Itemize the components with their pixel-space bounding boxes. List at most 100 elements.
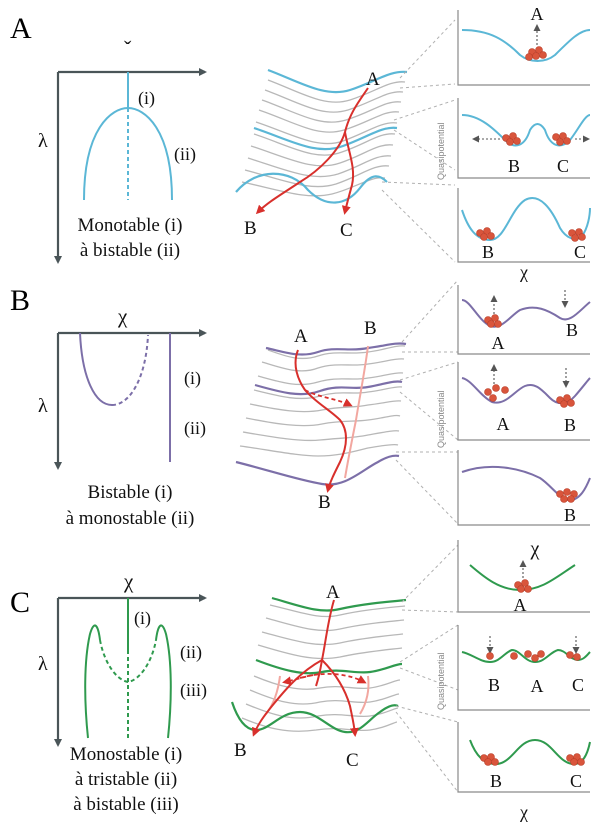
frame-c3: B C <box>457 722 591 793</box>
trajectory-dashed-right <box>299 673 367 684</box>
guide-3 <box>395 451 459 525</box>
axis-top-label: χ <box>123 569 134 593</box>
panel-a-bifurcation-diagram: ˇ λ (i) (ii) Monotable (i) à bistable (i… <box>38 36 207 264</box>
caption-line-2: à bistable (ii) <box>80 240 180 261</box>
frame-axis-label: χ <box>519 262 528 282</box>
trajectory-faint-right <box>359 675 370 715</box>
unstable-branch <box>111 334 149 406</box>
landscape-label-a: A <box>366 69 380 90</box>
frame-b2: A B <box>457 362 591 441</box>
frame-label-b: B <box>566 320 578 340</box>
caption-line-3: à bistable (iii) <box>73 794 179 815</box>
branch-ii-label: (ii) <box>180 642 202 663</box>
branch-ii-label: (ii) <box>184 418 206 439</box>
landscape-label-c: C <box>340 220 353 241</box>
frame-label-b: B <box>564 505 576 525</box>
panel-c: C χ λ (i) (ii) (iii) Monostable (i) à tr… <box>10 538 591 822</box>
frame-a2: B C <box>457 98 591 179</box>
cell-cluster-left <box>476 227 495 241</box>
cell-cluster <box>514 579 532 593</box>
trajectory-to-c <box>341 131 355 215</box>
landscape-label-b: B <box>244 218 257 239</box>
potential-curve <box>461 29 591 62</box>
guide-3 <box>395 705 459 793</box>
panel-b-letter: B <box>10 284 30 317</box>
cell-cluster-left <box>480 753 499 766</box>
guide-3 <box>381 181 456 263</box>
caption-line-2: à tristable (ii) <box>75 769 177 790</box>
landscape-edge-mid <box>254 380 403 396</box>
axis-top-label: ˇ <box>124 36 132 61</box>
caption-line-1: Bistable (i) <box>88 482 173 503</box>
trajectory-dashed-left <box>282 673 321 686</box>
stable-branch <box>79 332 113 406</box>
trajectory-to-b <box>252 659 323 737</box>
frame-label-c: C <box>572 675 584 695</box>
stable-branch-left <box>84 624 101 739</box>
cell-cluster-left <box>502 132 521 146</box>
landscape-label-b: B <box>234 740 247 761</box>
frame-label-b: B <box>482 242 494 262</box>
panel-a: A ˇ λ (i) (ii) Monotable (i) à bistable … <box>10 4 591 282</box>
quasipotential-label: Quasipotential <box>436 390 446 448</box>
potential-curve <box>461 377 591 404</box>
panel-b-bifurcation-diagram: χ λ (i) (ii) Bistable (i) à monostable (… <box>38 304 207 529</box>
frame-c1: χ A <box>457 538 590 615</box>
panel-b: B χ λ (i) (ii) Bistable (i) à monostable… <box>10 279 591 529</box>
cell-cluster-right <box>552 132 571 146</box>
frame-label-b: B <box>564 415 576 435</box>
branch-ii-label: (ii) <box>174 144 196 165</box>
frame-label-c: C <box>574 242 586 262</box>
frame-label-c: C <box>570 771 582 791</box>
landscape-label-a: A <box>326 582 340 603</box>
frame-label-b: B <box>508 156 520 176</box>
trajectory-a-to-b <box>294 349 347 493</box>
frame-axis-label-top: χ <box>530 538 540 560</box>
landscape-label-a: A <box>294 326 308 347</box>
frame-a3: B C <box>457 188 591 263</box>
stable-branch-ii <box>83 106 173 201</box>
frame-label-a: A <box>531 4 544 24</box>
trajectory-to-b <box>255 87 369 215</box>
cell-cluster-right <box>556 394 575 408</box>
landscape-edge-bottom <box>235 172 388 204</box>
stable-branch-right <box>155 624 172 739</box>
landscape-edge-top <box>265 342 407 356</box>
quasipotential-label: Quasipotential <box>436 122 446 180</box>
axis-top-label: χ <box>117 304 128 328</box>
frame-label-b: B <box>490 771 502 791</box>
panel-c-letter: C <box>10 586 30 619</box>
panel-a-landscape: A B C <box>235 68 408 241</box>
frame-label-a: A <box>514 595 527 615</box>
frame-axis-label: χ <box>519 802 528 822</box>
guide-2 <box>393 99 456 171</box>
cell-cluster-right <box>568 228 586 242</box>
landscape-label-c: C <box>346 750 359 771</box>
cell-cluster <box>484 314 502 328</box>
panel-a-letter: A <box>10 12 32 45</box>
guide-1 <box>401 279 459 353</box>
frame-label-a: A <box>497 414 510 434</box>
caption-line-1: Monotable (i) <box>77 215 182 236</box>
guide-1 <box>399 19 456 89</box>
cell-cluster <box>556 488 578 503</box>
trajectory-to-c <box>321 659 359 737</box>
frame-label-a: A <box>531 676 544 696</box>
branch-i-label: (i) <box>138 88 155 109</box>
trajectory-dashed <box>304 389 353 407</box>
frame-b1: A B <box>457 285 591 355</box>
landscape-label-b-bottom: B <box>318 492 331 513</box>
quasipotential-label: Quasipotential <box>436 652 446 710</box>
axis-left-label: λ <box>38 653 48 675</box>
panel-c-bifurcation-diagram: χ λ (i) (ii) (iii) Monostable (i) à tris… <box>38 569 207 815</box>
landscape-edge-mid <box>253 126 398 151</box>
cell-cluster <box>525 46 547 61</box>
potential-curve <box>461 465 591 502</box>
caption-line-2: à monostable (ii) <box>66 508 195 529</box>
branch-iii-label: (iii) <box>180 680 207 701</box>
landscape-edge-mid <box>255 658 403 675</box>
guide-2 <box>399 361 459 441</box>
branch-i-label: (i) <box>184 368 201 389</box>
potential-curve <box>461 299 591 328</box>
trajectory-b-faint <box>344 345 369 479</box>
